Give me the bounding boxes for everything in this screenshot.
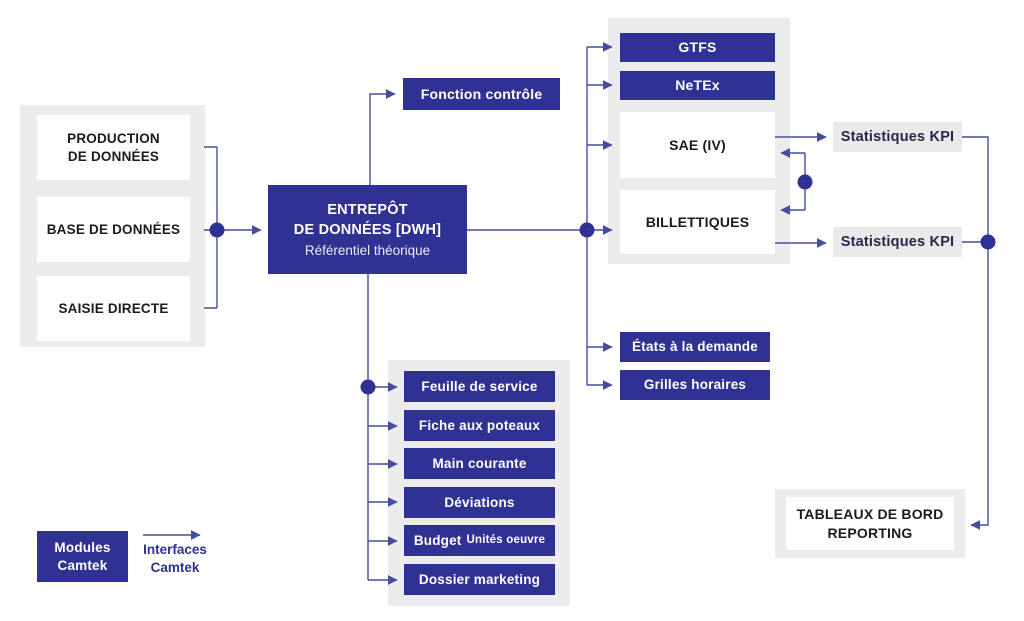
system-box-sae: SAE (IV) xyxy=(620,112,775,178)
control-function-box: Fonction contrôle xyxy=(403,78,560,110)
legend-interfaces-label: Interfaces Camtek xyxy=(143,542,207,575)
junction-dot xyxy=(980,234,996,250)
system-box-billettiques: BILLETTIQUES xyxy=(620,190,775,254)
reporting-box: TABLEAUX DE BORD REPORTING xyxy=(786,497,954,550)
junction-dot xyxy=(209,222,225,238)
output-box-etats-a-la-demande: États à la demande xyxy=(620,332,770,362)
source-box-production-de-donnees: PRODUCTION DE DONNÉES xyxy=(37,115,190,180)
warehouse-box-dwh: ENTREPÔT DE DONNÉES [DWH] Référentiel th… xyxy=(268,185,467,274)
module-box-feuille-de-service: Feuille de service xyxy=(404,371,555,402)
module-box-budget-unites-oeuvre: Budget Unités oeuvre xyxy=(404,525,555,556)
export-box-gtfs: GTFS xyxy=(620,33,775,62)
module-box-main-courante: Main courante xyxy=(404,448,555,479)
kpi-box-bottom: Statistiques KPI xyxy=(833,227,962,257)
legend-modules-box: Modules Camtek xyxy=(37,531,128,582)
warehouse-subtitle: Référentiel théorique xyxy=(304,242,431,258)
kpi-box-top: Statistiques KPI xyxy=(833,122,962,152)
junction-dot xyxy=(579,222,595,238)
module-box-deviations: Déviations xyxy=(404,487,555,518)
source-box-saisie-directe: SAISIE DIRECTE xyxy=(37,276,190,341)
output-box-grilles-horaires: Grilles horaires xyxy=(620,370,770,400)
module-budget-label: Budget xyxy=(413,532,462,548)
source-box-base-de-donnees: BASE DE DONNÉES xyxy=(37,197,190,262)
junction-dot xyxy=(360,379,376,395)
export-box-netex: NeTEx xyxy=(620,71,775,100)
warehouse-title: ENTREPÔT DE DONNÉES [DWH] xyxy=(293,202,442,238)
module-budget-sublabel: Unités oeuvre xyxy=(466,534,546,547)
module-box-dossier-marketing: Dossier marketing xyxy=(404,564,555,595)
module-box-fiche-aux-poteaux: Fiche aux poteaux xyxy=(404,410,555,441)
junction-dot xyxy=(797,174,813,190)
